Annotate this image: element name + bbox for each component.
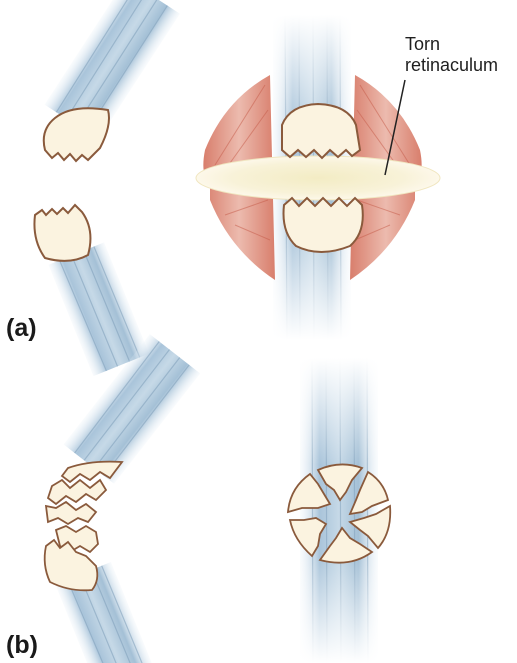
torn-retinaculum <box>196 156 440 200</box>
panel-b-left-knee <box>45 334 201 663</box>
callout-line-1: Torn <box>405 34 498 55</box>
panel-label-b: (b) <box>6 631 38 660</box>
panel-b-right-knee <box>288 358 390 663</box>
torn-retinaculum-callout: Torn retinaculum <box>405 34 498 76</box>
panel-label-a: (a) <box>6 314 37 343</box>
patella-upper-fragment <box>44 108 109 161</box>
patella-lower-half <box>284 198 363 252</box>
callout-line-2: retinaculum <box>405 55 498 76</box>
fragment-b3 <box>46 502 96 524</box>
fragment-b2 <box>48 480 106 504</box>
patella-lower-fragment <box>34 205 90 261</box>
panel-a-left-knee <box>34 0 180 376</box>
panel-a-right-knee <box>196 15 440 340</box>
